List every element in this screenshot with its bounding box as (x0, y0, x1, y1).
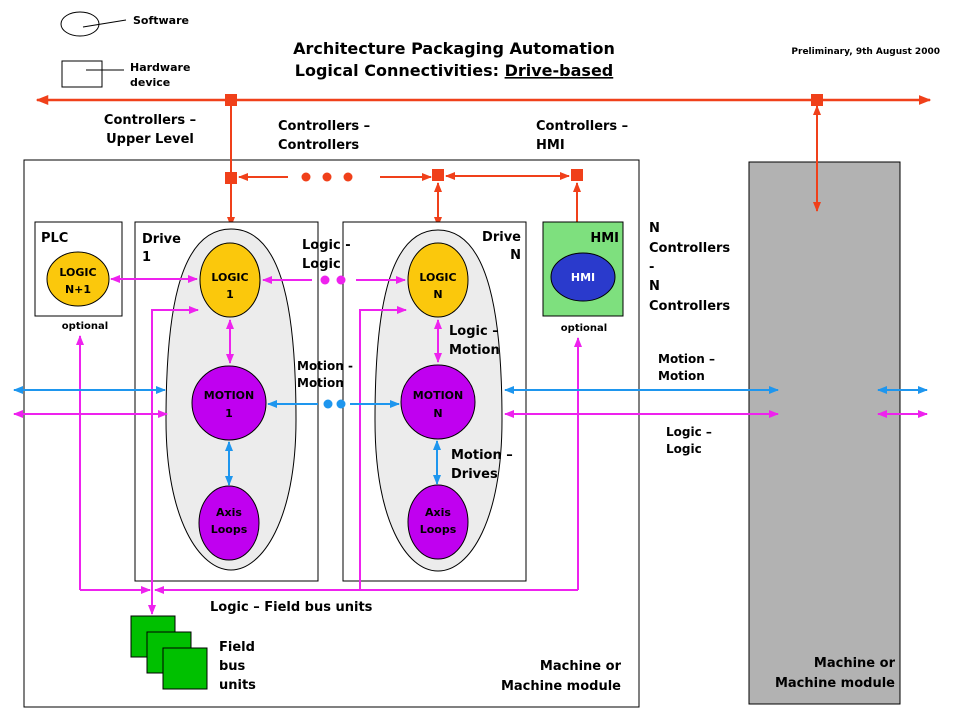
label-hmi-bus-1: Controllers – (536, 119, 628, 134)
hmi-title: HMI (590, 231, 619, 246)
hmi-optional-note: optional (561, 323, 607, 334)
plc-logic-label-2: N+1 (65, 283, 91, 296)
title-line-2-emphasis: Drive-based (505, 61, 614, 80)
drive1-title-1: Drive (142, 232, 181, 247)
driveN-logic-node[interactable] (407, 242, 469, 318)
cc-ellipsis-dot-3 (343, 172, 353, 182)
driveN-title-2: N (510, 248, 521, 263)
legend-hardware-rect (61, 60, 103, 88)
label-cc-2: Controllers (278, 138, 359, 153)
cc-ellipsis-dot-1 (301, 172, 311, 182)
label-upper-level-1: Controllers – (104, 113, 196, 128)
driveN-axis-label-1: Axis (425, 506, 451, 519)
machine-right-label-1: Machine or (814, 656, 896, 671)
logic-ellipsis-dot-2 (336, 275, 346, 285)
machine-right-label-2: Machine module (775, 676, 895, 691)
label-nn-2: Controllers (649, 241, 730, 256)
legend-software-ellipse (60, 11, 100, 37)
legend-software-pointer (82, 19, 127, 28)
drive1-axis-label-2: Loops (211, 523, 248, 536)
fieldbus-drive1-logic-feed (151, 306, 199, 612)
machine-left-label-1: Machine or (540, 659, 622, 674)
label-logic-motion-1: Logic – (449, 324, 499, 339)
title-line-2-prefix: Logical Connectivities: (295, 61, 505, 80)
label-cc-1: Controllers – (278, 119, 370, 134)
drive1-motion-node[interactable] (191, 365, 267, 441)
title-line-1: Architecture Packaging Automation (293, 39, 615, 58)
label-ext-logic-1: Logic – (666, 425, 712, 439)
legend-software-label: Software (133, 14, 189, 27)
driveN-motion-label-2: N (433, 407, 442, 420)
bus-node-drive1 (225, 94, 237, 106)
fieldbus-driveN-logic-feed (359, 306, 407, 590)
label-ext-logic-2: Logic (666, 442, 702, 456)
label-logic-logic-1: Logic - (302, 238, 351, 253)
label-motion-motion-2: Motion (297, 376, 344, 390)
label-nn-4: N (649, 279, 660, 294)
drive1-motion-label-1: MOTION (204, 389, 254, 402)
motion-links (13, 386, 928, 486)
legend-hardware-label: Hardware (130, 61, 190, 74)
label-upper-level-2: Upper Level (106, 132, 194, 147)
hmi-node-label: HMI (571, 271, 595, 284)
fieldbus-label-2: bus (219, 659, 246, 674)
label-motion-motion-1: Motion - (297, 359, 353, 373)
drive1-logic-label-2: 1 (226, 288, 234, 301)
drive1-title-2: 1 (142, 250, 151, 265)
driveN-title-1: Drive (482, 230, 521, 245)
plc-logic-node[interactable] (46, 251, 110, 307)
label-logic-logic-2: Logic (302, 257, 341, 272)
label-fieldbus-line: Logic – Field bus units (210, 600, 373, 615)
machine-left-label-2: Machine module (501, 679, 621, 694)
hmi-node[interactable] (550, 252, 616, 302)
fieldbus-unit-3[interactable] (162, 647, 208, 690)
cc-ellipsis-dot-2 (322, 172, 332, 182)
driveN-motion-label-1: MOTION (413, 389, 463, 402)
label-ext-motion-1: Motion – (658, 352, 715, 366)
logic-ellipsis-dot-1 (320, 275, 330, 285)
label-logic-motion-2: Motion (449, 343, 500, 358)
cc-node-hmi (571, 169, 583, 181)
fieldbus-label-3: units (219, 678, 256, 693)
drive1-logic-label-1: LOGIC (211, 271, 248, 284)
motion-ellipsis-dot-1 (323, 399, 333, 409)
plc-optional-note: optional (62, 321, 108, 332)
label-hmi-bus-2: HMI (536, 138, 565, 153)
fieldbus-label-1: Field (219, 640, 255, 655)
motion-ellipsis-dot-2 (336, 399, 346, 409)
driveN-logic-label-1: LOGIC (419, 271, 456, 284)
label-motion-drives-1: Motion – (451, 448, 513, 463)
title-line-2: Logical Connectivities: Drive-based (295, 61, 614, 80)
label-motion-drives-2: Drives (451, 467, 498, 482)
driveN-axis-node[interactable] (407, 484, 469, 560)
machine-left-box (23, 159, 640, 708)
label-nn-1: N (649, 221, 660, 236)
drive1-axis-label-1: Axis (216, 506, 242, 519)
machine-right-box (748, 161, 901, 705)
bus-node-right-machine (811, 94, 823, 106)
plc-logic-label-1: LOGIC (59, 266, 96, 279)
label-nn-5: Controllers (649, 299, 730, 314)
cc-node-drive1 (225, 172, 237, 184)
driveN-motion-node[interactable] (400, 364, 476, 440)
logic-links (13, 275, 928, 615)
drive1-motion-label-2: 1 (225, 407, 233, 420)
date-note: Preliminary, 9th August 2000 (791, 47, 940, 57)
legend: Software Hardware device (60, 11, 190, 89)
plc-title: PLC (41, 231, 68, 246)
label-ext-motion-2: Motion (658, 369, 705, 383)
legend-hardware-label-2: device (130, 76, 170, 89)
label-nn-3: - (649, 260, 654, 275)
drive1-logic-node[interactable] (199, 242, 261, 318)
driveN-logic-label-2: N (433, 288, 442, 301)
driveN-axis-label-2: Loops (420, 523, 457, 536)
cc-node-driveN (432, 169, 444, 181)
drive1-axis-node[interactable] (198, 485, 260, 561)
